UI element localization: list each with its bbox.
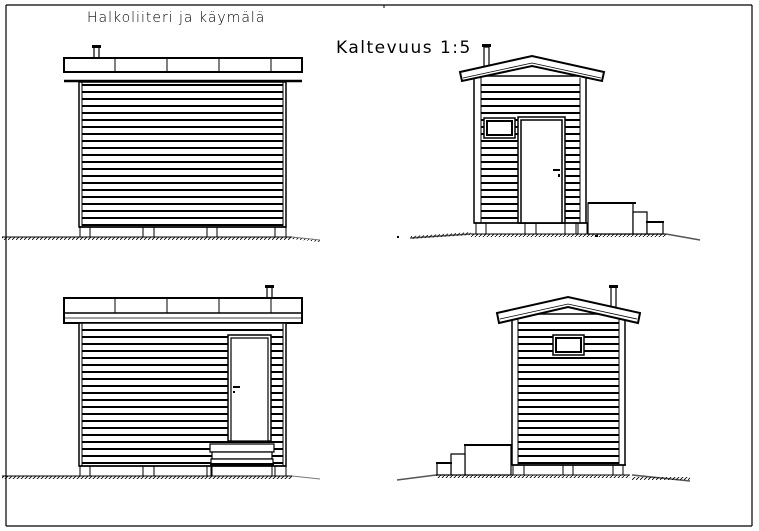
roof-slope-annotation: Kaltevuus 1:5 [336,38,472,58]
elevation-bottom-right [397,285,690,481]
elevation-bottom-left [2,285,320,479]
drawing-title: Halkoliiteri ja käymälä [87,10,266,26]
elevation-top-left [2,45,320,242]
elevation-top-right [397,44,700,240]
page-frame [6,5,752,526]
